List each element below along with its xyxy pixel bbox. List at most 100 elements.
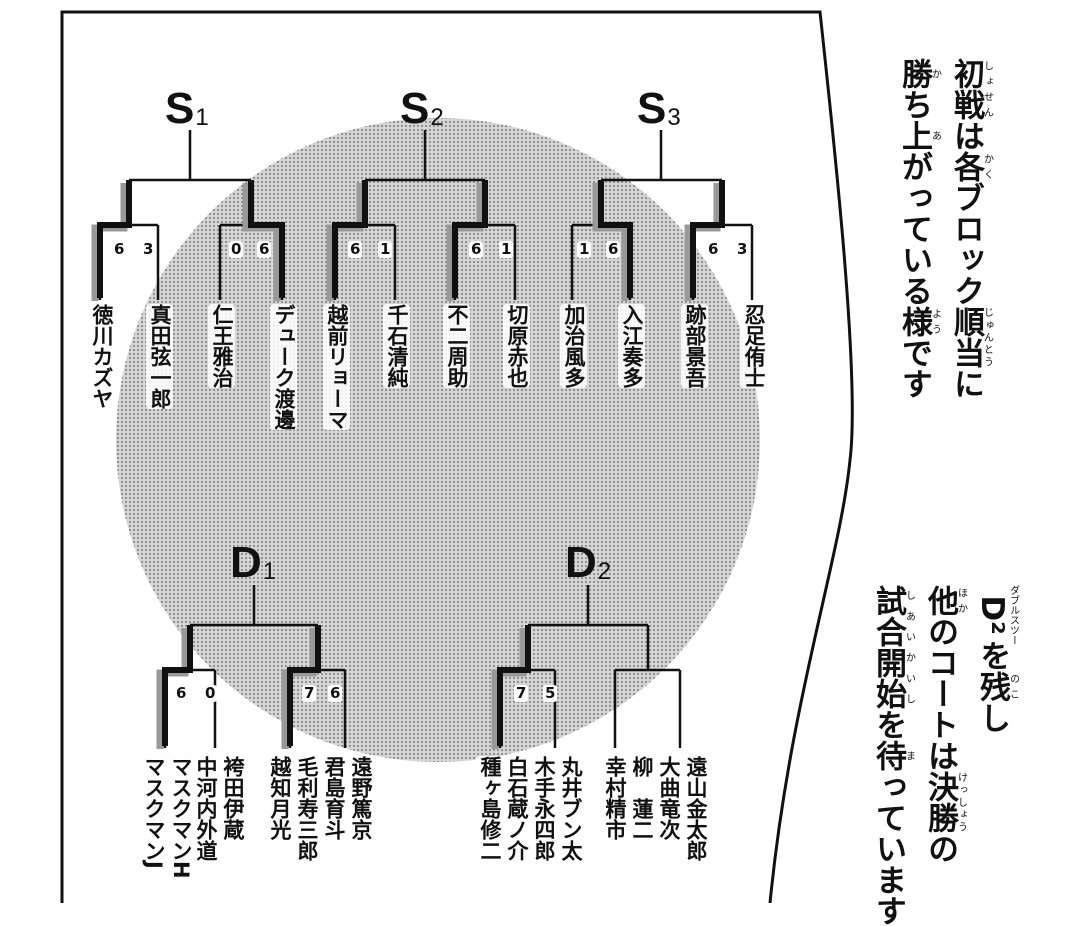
word: 各 — [948, 151, 984, 182]
bracket-label-d1: D1 — [230, 538, 276, 588]
ruby-word: 試合開始しあいかいし — [870, 585, 915, 709]
word: を — [974, 640, 1010, 671]
narration-bottom: D²ダブルスツーを残のこし他ほかのコートは決勝けっしょうの試合開始しあいかいしを… — [862, 585, 1019, 926]
score: 6 — [348, 240, 363, 258]
score: 1 — [499, 240, 514, 258]
furigana: ダブルスツー — [1007, 585, 1019, 645]
player-name: 幸村精市 — [603, 756, 627, 840]
player-name: 種ヶ島修二 — [478, 756, 502, 861]
word: ち — [896, 89, 932, 120]
halftone-circle — [116, 118, 760, 762]
ruby-word: 決勝けっしょう — [922, 771, 967, 833]
score: 6 — [328, 684, 343, 702]
ruby-word: 各かく — [948, 151, 993, 182]
doubles-team: 遠野篤京君島育斗 — [320, 756, 374, 840]
bracket-artwork — [60, 10, 854, 903]
furigana: ほか — [955, 585, 967, 616]
ruby-word: 上あ — [896, 120, 941, 151]
player-name: 柳 蓮二 — [630, 756, 654, 840]
score: 0 — [229, 240, 244, 258]
furigana: しあいかいし — [903, 585, 915, 709]
narration-line: 初戦しょせんは各かくブロック順当じゅんとうに — [940, 58, 993, 399]
word: っています — [870, 771, 906, 926]
label-number: 3 — [667, 104, 680, 131]
score: 3 — [735, 240, 750, 258]
furigana: じゅんとう — [981, 306, 993, 368]
player-name: 越知月光 — [268, 756, 292, 840]
word: の — [922, 833, 958, 864]
ruby-word: 初戦しょせん — [948, 58, 993, 120]
bracket-label-s3: S3 — [637, 84, 681, 134]
word: を — [870, 709, 906, 740]
label-number: 2 — [597, 558, 611, 585]
player-name: 仁王雅治 — [208, 304, 235, 388]
score: 7 — [514, 684, 529, 702]
score: 6 — [112, 240, 127, 258]
ruby-word: 待ま — [870, 740, 915, 771]
player-name: 忍足侑士 — [740, 304, 767, 388]
word: 上 — [896, 120, 932, 151]
winner-paths — [91, 180, 725, 749]
panel-border — [60, 10, 854, 903]
player-name: マスクマンH — [169, 756, 193, 879]
ruby-word: 勝か — [896, 58, 941, 89]
score: 6 — [606, 240, 621, 258]
doubles-team: 遠山金太郎大曲竜次 — [655, 756, 709, 861]
score: 0 — [203, 684, 218, 702]
furigana: けっしょう — [955, 771, 967, 833]
score: 6 — [174, 684, 189, 702]
narration-line: 勝かち上あがっている様ようです — [888, 58, 941, 399]
player-name: 入江奏多 — [618, 304, 645, 388]
furigana: よう — [929, 306, 941, 337]
score: 7 — [302, 684, 317, 702]
player-name: 越前リョーマ — [323, 304, 350, 430]
bracket-label-d2: D2 — [565, 538, 611, 588]
label-number: 2 — [430, 104, 443, 131]
word: 順当 — [948, 306, 984, 368]
word: は — [948, 120, 984, 151]
doubles-team: 丸井ブン太木手永四郎 — [530, 756, 584, 861]
score: 5 — [543, 684, 558, 702]
player-name: デューク渡邊 — [270, 304, 297, 430]
label-number: 1 — [262, 558, 276, 585]
player-name: 白石蔵ノ介 — [505, 756, 529, 861]
score: 1 — [378, 240, 393, 258]
narration-top: 初戦しょせんは各かくブロック順当じゅんとうに勝かち上あがっている様ようです — [888, 58, 993, 399]
ruby-word: 残のこ — [974, 671, 1019, 702]
word: がっている — [896, 151, 932, 306]
player-name: 跡部景吾 — [681, 304, 708, 388]
bracket-label-s2: S2 — [400, 84, 444, 134]
score: 3 — [141, 240, 156, 258]
player-name: 不二周助 — [443, 304, 470, 388]
player-name: 君島育斗 — [322, 756, 346, 840]
score: 6 — [257, 240, 272, 258]
word: 他 — [922, 585, 958, 616]
word: 決勝 — [922, 771, 958, 833]
ruby-word: 順当じゅんとう — [948, 306, 993, 368]
ruby-word: 様よう — [896, 306, 941, 337]
score: 6 — [706, 240, 721, 258]
word: ブロック — [948, 182, 984, 306]
furigana: か — [929, 58, 941, 89]
score: 1 — [577, 240, 592, 258]
player-name: 袴田伊蔵 — [221, 756, 245, 840]
label-letter: D — [230, 538, 262, 587]
label-letter: S — [165, 84, 194, 133]
doubles-team: 白石蔵ノ介種ヶ島修二 — [476, 756, 530, 861]
label-letter: S — [400, 84, 429, 133]
furigana: ま — [903, 740, 915, 771]
word: のコートは — [922, 616, 958, 771]
narration-line: D²ダブルスツーを残のこし — [966, 585, 1019, 926]
player-name: 切原赤也 — [503, 304, 530, 388]
word: 待 — [870, 740, 906, 771]
word: 初戦 — [948, 58, 984, 120]
narration-line: 試合開始しあいかいしを待まっています — [862, 585, 915, 926]
word: 試合開始 — [870, 585, 906, 709]
player-name: 丸井ブン太 — [559, 756, 583, 861]
score: 6 — [469, 240, 484, 258]
furigana: のこ — [1007, 671, 1019, 702]
label-number: 1 — [195, 104, 208, 131]
player-name: 遠野篤京 — [349, 756, 373, 840]
doubles-team: 袴田伊蔵中河内外道 — [192, 756, 246, 861]
